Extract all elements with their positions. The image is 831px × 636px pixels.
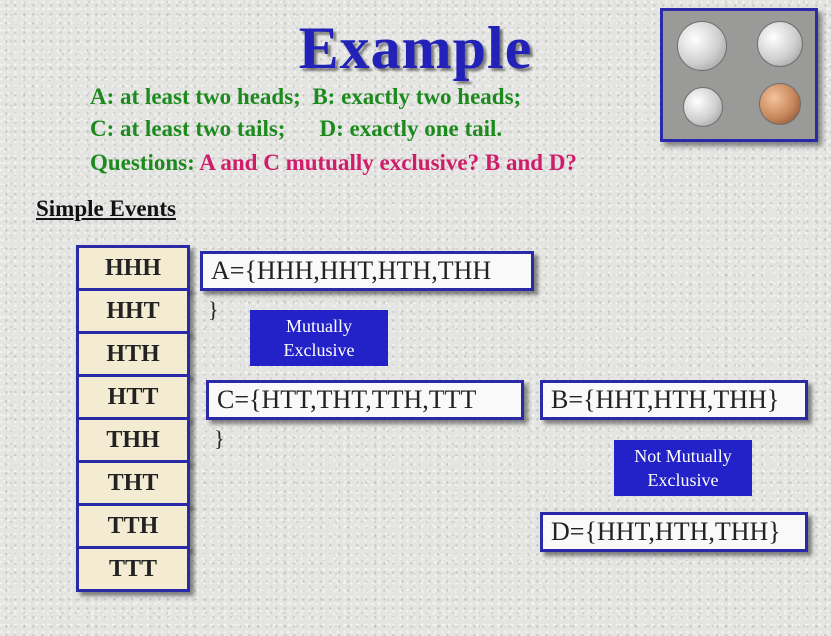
event-hth: HTH — [76, 331, 190, 377]
not-mutually-exclusive-label: Not Mutually Exclusive — [614, 440, 752, 496]
event-ttt: TTT — [76, 546, 190, 592]
set-d-box: D={HHT,HTH,THH} — [540, 512, 808, 552]
set-a-closing-brace: } — [208, 297, 219, 322]
coins-photo — [660, 8, 818, 142]
questions-text: A and C mutually exclusive? B and D? — [199, 150, 577, 175]
simple-events-heading: Simple Events — [36, 196, 176, 221]
definition-line-2: C: at least two tails; D: exactly one tai… — [90, 116, 502, 142]
event-hht: HHT — [76, 288, 190, 334]
penny-coin — [759, 83, 801, 125]
definition-a: A: at least two heads; — [90, 84, 301, 109]
set-c-closing-brace: } — [214, 426, 225, 451]
quarter-coin — [677, 21, 727, 71]
definition-d: D: exactly one tail. — [319, 116, 503, 141]
event-thh: THH — [76, 417, 190, 463]
event-tht: THT — [76, 460, 190, 506]
questions-prefix: Questions: — [90, 150, 195, 175]
event-htt: HTT — [76, 374, 190, 420]
dime-coin — [683, 87, 723, 127]
definition-line-1: A: at least two heads; B: exactly two he… — [90, 84, 521, 110]
questions-line: Questions: A and C mutually exclusive? B… — [90, 150, 577, 176]
event-tth: TTH — [76, 503, 190, 549]
set-c-box: C={HTT,THT,TTH,TTT — [206, 380, 524, 420]
definition-b: B: exactly two heads; — [312, 84, 522, 109]
event-hhh: HHH — [76, 245, 190, 291]
nickel-coin — [757, 21, 803, 67]
slide-title: Example — [298, 15, 533, 81]
definition-c: C: at least two tails; — [90, 116, 286, 141]
set-a-box: A={HHH,HHT,HTH,THH — [200, 251, 534, 291]
set-b-box: B={HHT,HTH,THH} — [540, 380, 808, 420]
mutually-exclusive-label: Mutually Exclusive — [250, 310, 388, 366]
